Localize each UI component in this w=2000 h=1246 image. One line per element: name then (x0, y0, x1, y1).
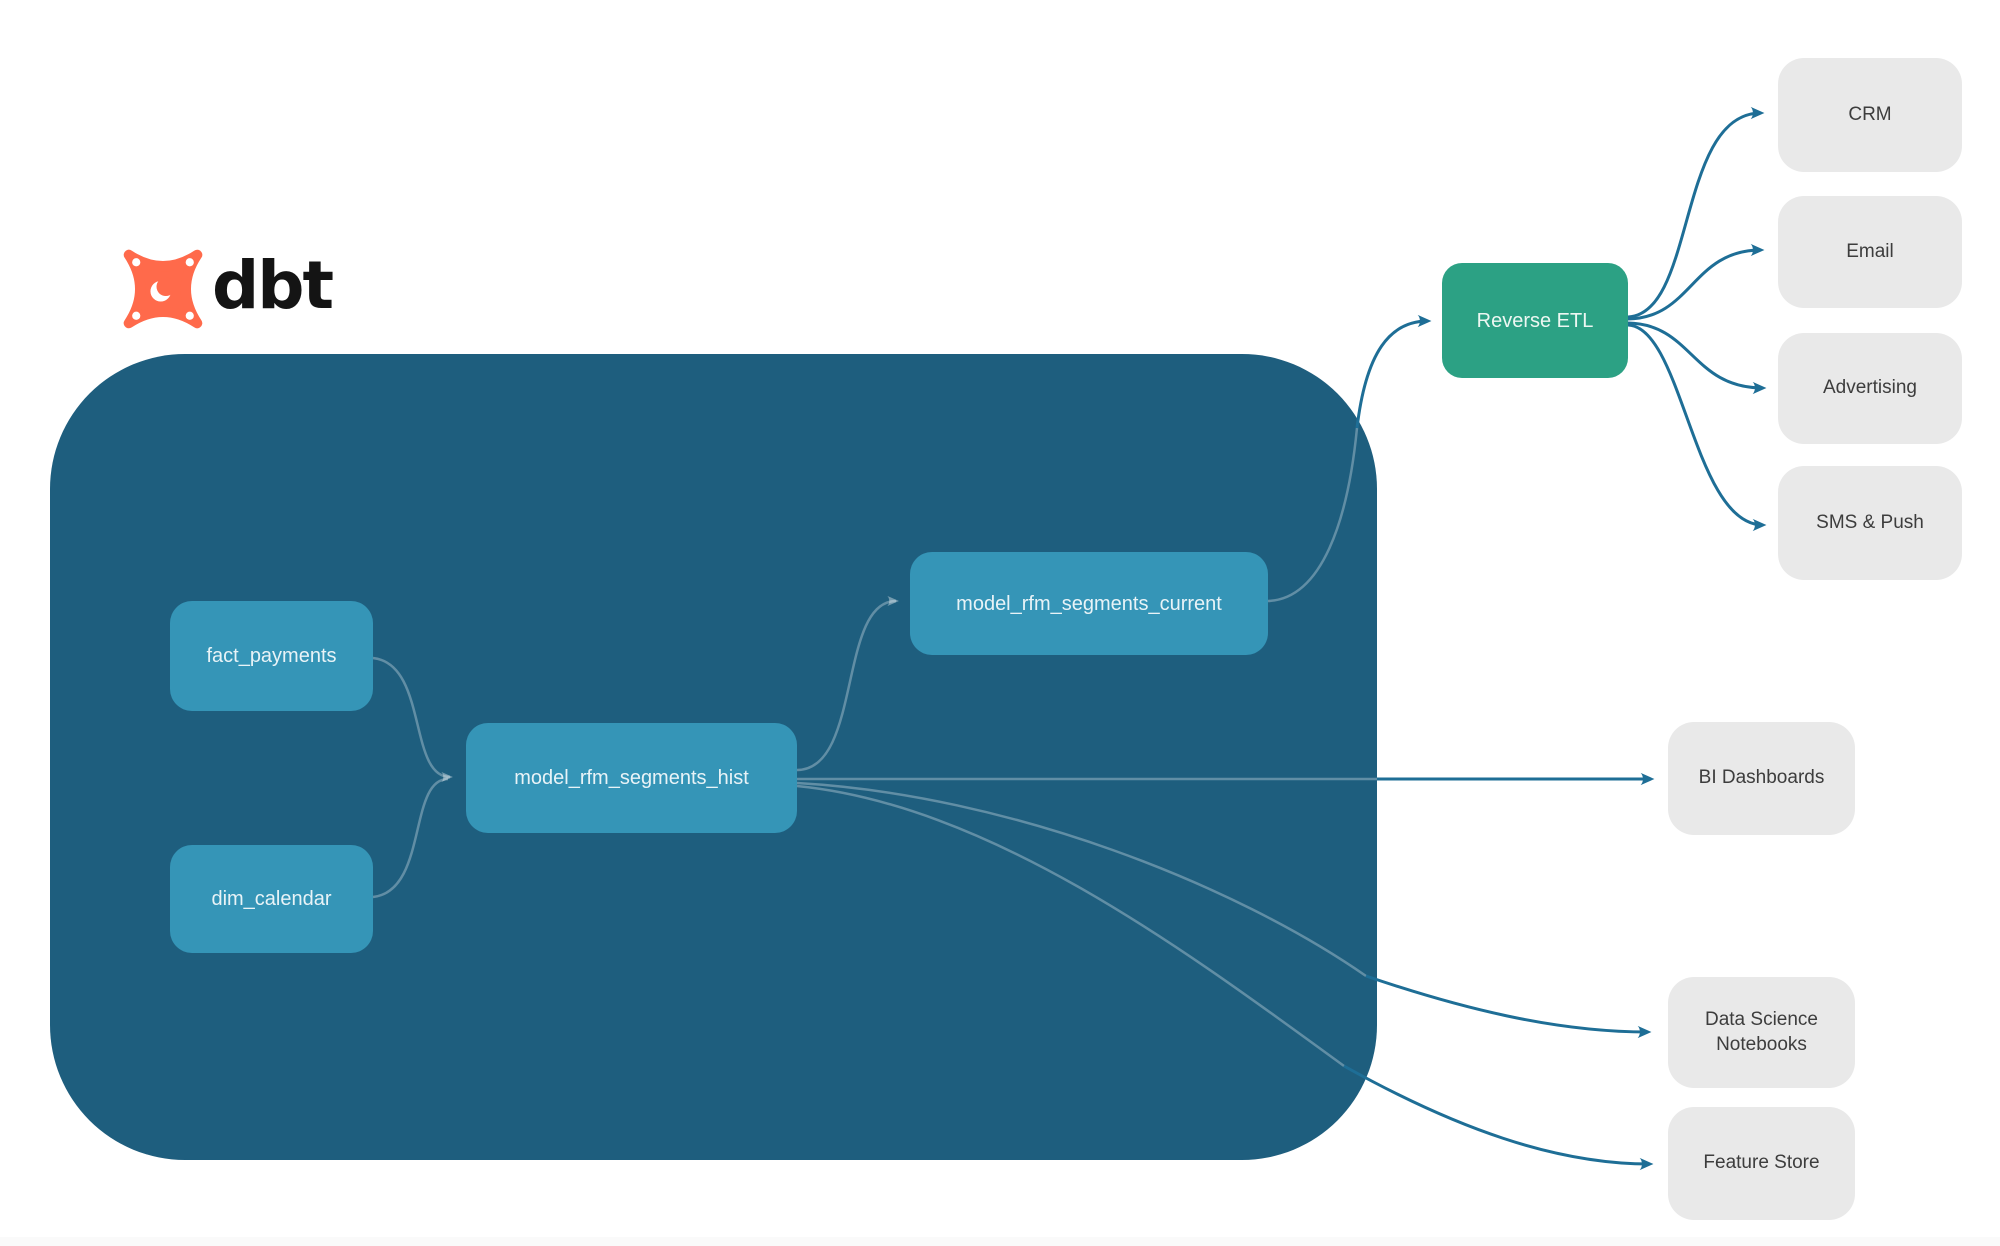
node-reverse-etl: Reverse ETL (1442, 263, 1628, 378)
node-advertising: Advertising (1778, 333, 1962, 444)
edge-hist-to-fs-inner (796, 784, 1345, 1068)
edge-hist-to-ds-inner (796, 781, 1367, 978)
node-fact-payments-label: fact_payments (206, 645, 337, 667)
dbt-logo-text: dbt (212, 247, 334, 324)
node-crm: CRM (1778, 58, 1962, 172)
node-bi-dashboards-label: BI Dashboards (1698, 767, 1825, 789)
internal-connectors (372, 427, 1377, 1068)
edge-fact-payments-to-hist (372, 656, 453, 783)
external-connectors (1343, 106, 1767, 1171)
edge-etl-to-advertising (1627, 321, 1767, 395)
dbt-logo: dbt (122, 247, 334, 330)
node-reverse-etl-label: Reverse ETL (1476, 309, 1594, 332)
node-sms-push: SMS & Push (1778, 466, 1962, 580)
node-data-science-notebooks: Data Science Notebooks (1668, 977, 1855, 1088)
node-email-label: Email (1846, 240, 1894, 262)
edge-dim-calendar-to-hist (372, 777, 449, 899)
edge-etl-to-email (1627, 243, 1765, 321)
node-bi-dashboards: BI Dashboards (1668, 722, 1855, 835)
edge-etl-to-sms-push (1627, 323, 1767, 532)
node-feature-store-label: Feature Store (1703, 1152, 1820, 1174)
edge-hist-to-ds-notebooks (1365, 974, 1652, 1039)
node-dim-calendar-label: dim_calendar (211, 888, 332, 910)
bottom-edge-strip (0, 1237, 2000, 1246)
node-sms-push-label: SMS & Push (1816, 511, 1924, 533)
edge-etl-to-crm (1627, 106, 1765, 319)
node-feature-store: Feature Store (1668, 1107, 1855, 1220)
node-crm-label: CRM (1848, 103, 1892, 125)
edge-current-to-etl-inner (1267, 427, 1359, 603)
node-advertising-label: Advertising (1823, 377, 1917, 399)
node-data-science-notebooks-label: Data Science Notebooks (1704, 1008, 1818, 1055)
edge-current-to-reverse-etl (1355, 314, 1432, 429)
node-model-rfm-segments-hist: model_rfm_segments_hist (466, 723, 797, 833)
node-email: Email (1778, 196, 1962, 308)
node-model-rfm-segments-current-label: model_rfm_segments_current (956, 592, 1222, 615)
node-model-rfm-segments-current: model_rfm_segments_current (910, 552, 1268, 655)
node-dim-calendar: dim_calendar (170, 845, 373, 953)
node-model-rfm-segments-hist-label: model_rfm_segments_hist (514, 767, 749, 789)
dbt-logo-icon (123, 249, 203, 329)
edge-hist-to-current (796, 595, 899, 772)
edge-hist-to-feature-store (1343, 1064, 1654, 1171)
node-fact-payments: fact_payments (170, 601, 373, 711)
